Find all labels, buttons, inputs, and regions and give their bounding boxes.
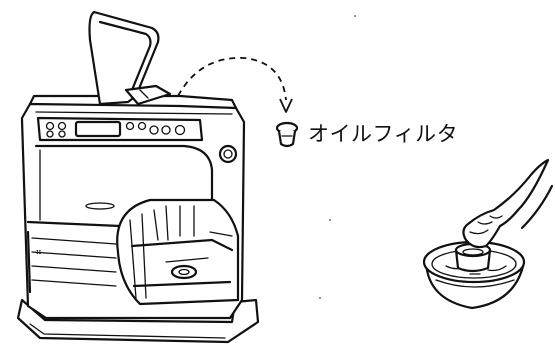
svg-text:ɪɪ: ɪɪ: [36, 248, 42, 256]
kerosene-heater-icon: ɪɪ: [18, 96, 258, 342]
hand-washing-bowl-icon: [424, 160, 552, 308]
oil-filter-label: オイルフィルタ: [308, 118, 458, 148]
tank-lid-icon: [90, 12, 171, 104]
oil-filter-icon: [277, 123, 297, 146]
